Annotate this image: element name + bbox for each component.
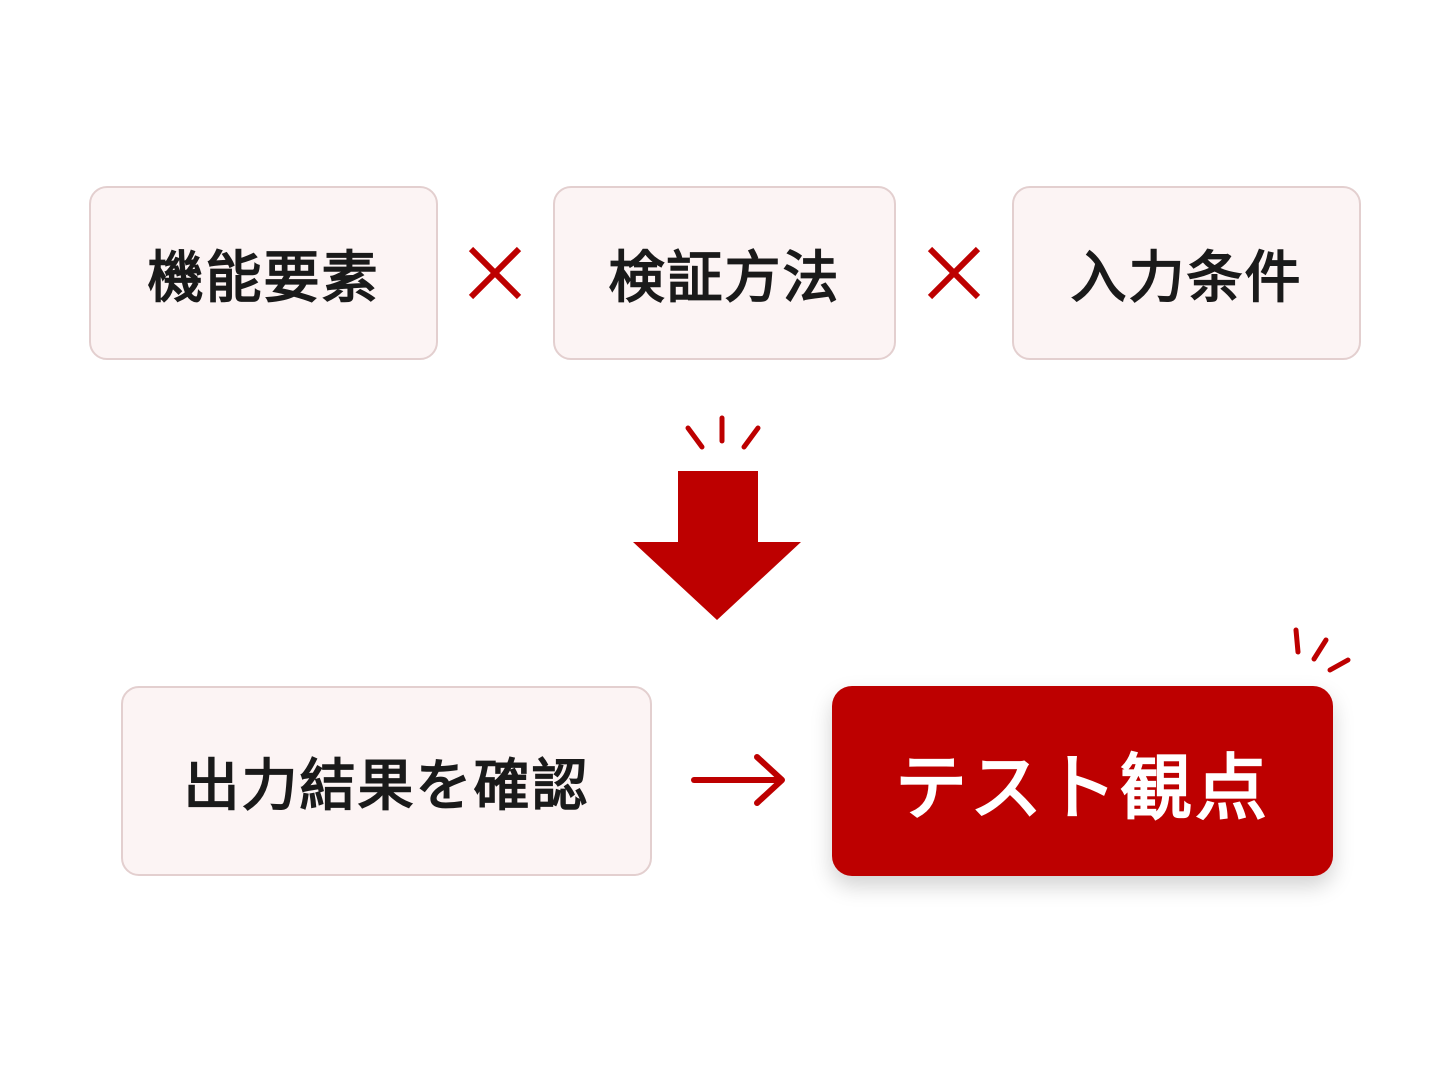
test-perspective-label: テスト観点 xyxy=(894,745,1270,830)
factor-label-input-condition: 入力条件 xyxy=(1070,245,1303,311)
right-arrow-icon xyxy=(691,754,785,806)
test-perspective-box: テスト観点 xyxy=(832,686,1333,876)
factor-box-verification-method: 検証方法 xyxy=(553,186,896,360)
check-output-label: 出力結果を確認 xyxy=(183,753,590,819)
factor-box-input-condition: 入力条件 xyxy=(1012,186,1361,360)
factor-label-function-element: 機能要素 xyxy=(147,245,380,311)
multiply-icon xyxy=(927,246,981,300)
down-arrow-icon xyxy=(633,471,801,620)
multiply-icon xyxy=(468,246,522,300)
emphasis-lines-icon xyxy=(685,415,761,450)
factor-box-function-element: 機能要素 xyxy=(89,186,438,360)
factor-label-verification-method: 検証方法 xyxy=(608,245,841,311)
emphasis-lines-icon xyxy=(1293,627,1351,673)
check-output-box: 出力結果を確認 xyxy=(121,686,652,876)
